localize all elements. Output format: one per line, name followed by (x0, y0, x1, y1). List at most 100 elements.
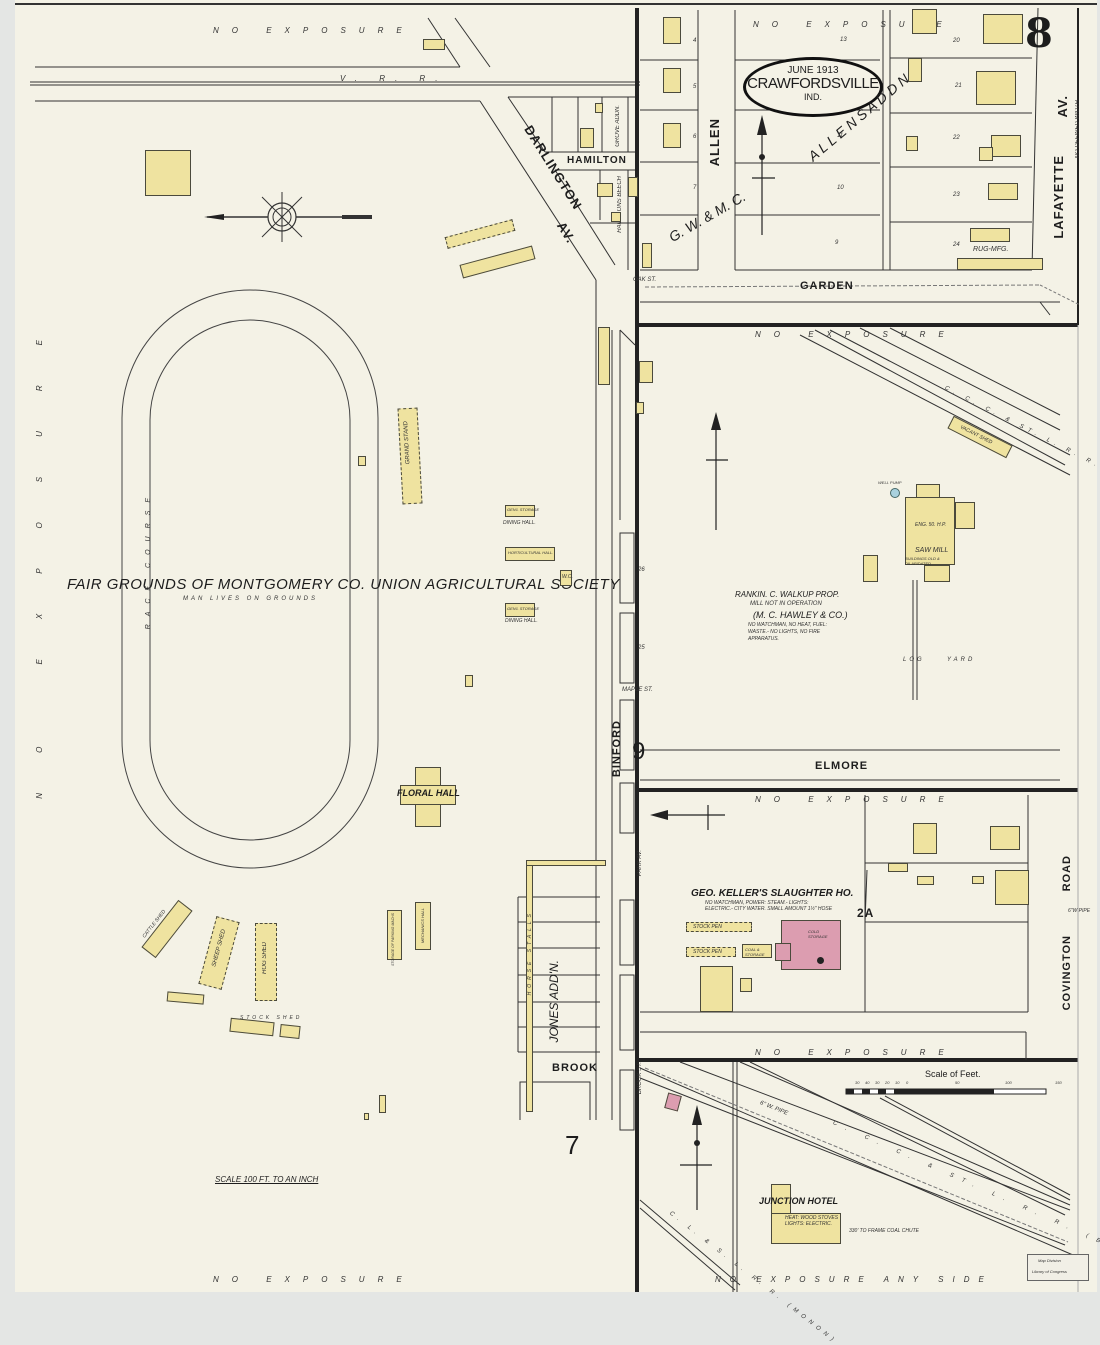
building-storage-parking: STORAGE OF PARKING MACHS (387, 910, 402, 966)
block-2a: 2A (857, 906, 875, 920)
map-sheet: JUNE 1913 CRAWFORDSVILLE IND. 8 DARLINGT… (15, 0, 1100, 1345)
dwelling (906, 136, 918, 151)
building-coal-storage: COAL & STORAGE (742, 944, 772, 958)
building-horticultural-hall: HORTICULTURAL HALL. (505, 547, 555, 561)
dwelling (908, 58, 922, 82)
building-saw-mill (905, 497, 955, 565)
hotel-coal-chute: 330' TO FRAME COAL CHUTE (849, 1228, 919, 1234)
building-small-1 (379, 1095, 386, 1113)
street-hamilton: HAMILTON (567, 155, 627, 166)
dwelling (995, 870, 1029, 905)
building-small-shed-keller (740, 978, 752, 992)
building-slaughter-house: COLD STORAGE (781, 920, 841, 970)
no-exposure-elmore: NO EXPOSURE (755, 795, 957, 804)
dwelling (663, 68, 681, 93)
building-mechanics-hall: MECHANICS HALL (415, 902, 431, 950)
dwelling (983, 14, 1023, 44)
lot-number: 11 (837, 133, 844, 139)
building-horse-stalls-top (526, 860, 606, 866)
label-rug-mfg: RUG-MFG. (973, 246, 1009, 253)
building-judges-stand (358, 456, 366, 466)
compass-rose (204, 192, 372, 242)
adjoining-sheet-9: 9 (632, 738, 646, 765)
no-exposure-bottom-left: NO EXPOSURE (213, 1275, 415, 1284)
street-brook: BROOK (552, 1062, 598, 1074)
building-x-barn (700, 966, 733, 1012)
building-small-shed (465, 675, 473, 687)
dwelling (990, 826, 1020, 850)
dwelling (636, 402, 644, 414)
dwelling (595, 103, 603, 113)
label-gw-pipe: 6"W PIPE (1068, 908, 1091, 914)
lot-number: 13 (840, 37, 847, 43)
dwelling (888, 863, 908, 872)
dwelling (979, 147, 993, 161)
building-hog-shed: HOG SHED (255, 923, 277, 1001)
building-mill-bottom (924, 565, 950, 582)
lot-number: 24 (953, 242, 960, 248)
street-allen: ALLEN (707, 118, 722, 167)
lot-number: 10 (837, 185, 844, 191)
dwelling (580, 128, 594, 148)
label-eng: ENG. 50. H.P. (915, 522, 947, 528)
building-h-shaped (145, 150, 191, 196)
no-exposure-mid: NO EXPOSURE (755, 330, 957, 339)
mill-notes: NO WATCHMAN, NO HEAT, FUEL: WASTE.- NO L… (748, 622, 827, 642)
lot-number: 23 (953, 192, 960, 198)
label-log: LOG (903, 657, 925, 663)
slaughter-notes: NO WATCHMAN, POWER: STEAM.- LIGHTS: ELEC… (705, 900, 833, 912)
building-m-shed (863, 555, 878, 582)
dwelling (597, 183, 613, 197)
building-stock-shed-b (279, 1023, 301, 1040)
street-elmore: ELMORE (815, 760, 869, 772)
hotel-notes: HEAT: WOOD STOVES LIGHTS: ELECTRIC. (785, 1215, 839, 1227)
street-maple-st: MAPLE ST. (622, 687, 653, 693)
mill-status: MILL NOT IN OPERATION (750, 601, 822, 607)
dwelling (988, 183, 1018, 200)
label-saw-mill: SAW MILL (915, 547, 949, 554)
label-dining-hall-2: DINING HALL. (505, 618, 538, 624)
building-genl-storage-1: GEN'L STORAGE (505, 505, 539, 517)
no-exposure-top-left: NO EXPOSURE (213, 26, 415, 35)
building-mill-side (955, 502, 975, 529)
title-date: JUNE 1913 (787, 65, 839, 76)
fairgrounds-title: FAIR GROUNDS OF MONTGOMERY CO. UNION AGR… (67, 576, 620, 593)
lot-number: 4 (693, 38, 697, 44)
scale-of-feet-label: Scale of Feet. (925, 1069, 981, 1079)
mill-owner: RANKIN. C. WALKUP PROP. (735, 590, 840, 599)
building-stock-shed-binford (598, 327, 610, 385)
building-stock-pen-2: STOCK PEN (686, 947, 736, 957)
building-junction-hotel-h (771, 1213, 841, 1244)
street-lafayette-av: AV. (1055, 95, 1070, 118)
dwelling (663, 17, 681, 44)
building-top-small (423, 39, 445, 50)
mill-operator: (M. C. HAWLEY & CO.) (753, 610, 848, 620)
building-rug-mfg (957, 258, 1043, 270)
no-exposure-any-side: NO EXPOSURE ANY SIDE (715, 1275, 993, 1284)
label-horse-stalls: HORSE STALLS (527, 910, 533, 996)
no-exposure-top-right: NO EXPOSURE (753, 20, 955, 29)
lot-number: 22 (953, 135, 960, 141)
boiler-icon (817, 957, 824, 964)
no-exposure-lower: NO EXPOSURE (755, 1048, 957, 1057)
building-mill-top (916, 484, 940, 498)
street-garden: GARDEN (800, 280, 854, 292)
race-course-label: RACE COURSE (145, 490, 152, 630)
well-pump-icon (890, 488, 900, 498)
building-small-2 (364, 1113, 369, 1120)
street-lafayette-note: NO DEFINED WIDTH (1075, 100, 1081, 159)
lot-number: 6 (693, 134, 697, 140)
building-genl-storage-2: GEN'L STORAGE (505, 603, 539, 617)
dwelling (991, 135, 1021, 157)
label-floral-hall: FLORAL HALL (397, 788, 460, 798)
adjoining-sheet-7: 7 (565, 1130, 580, 1160)
building-wc: W.C. (560, 570, 573, 586)
addition-hamiltons-beech: HAMILTONS BEECH (617, 176, 623, 233)
scale-note: SCALE 100 FT. TO AN INCH (215, 1175, 319, 1184)
scale-ticks: 30 40 30 20 10 0 50 100 150 (855, 1080, 1062, 1085)
lot-number: 21 (955, 83, 962, 89)
street-park-av: PARK AV. (637, 850, 643, 877)
addition-jones: JONES ADD'N. (547, 960, 561, 1043)
hotel-name: JUNCTION HOTEL (759, 1196, 839, 1206)
label-yard: YARD (947, 657, 976, 663)
